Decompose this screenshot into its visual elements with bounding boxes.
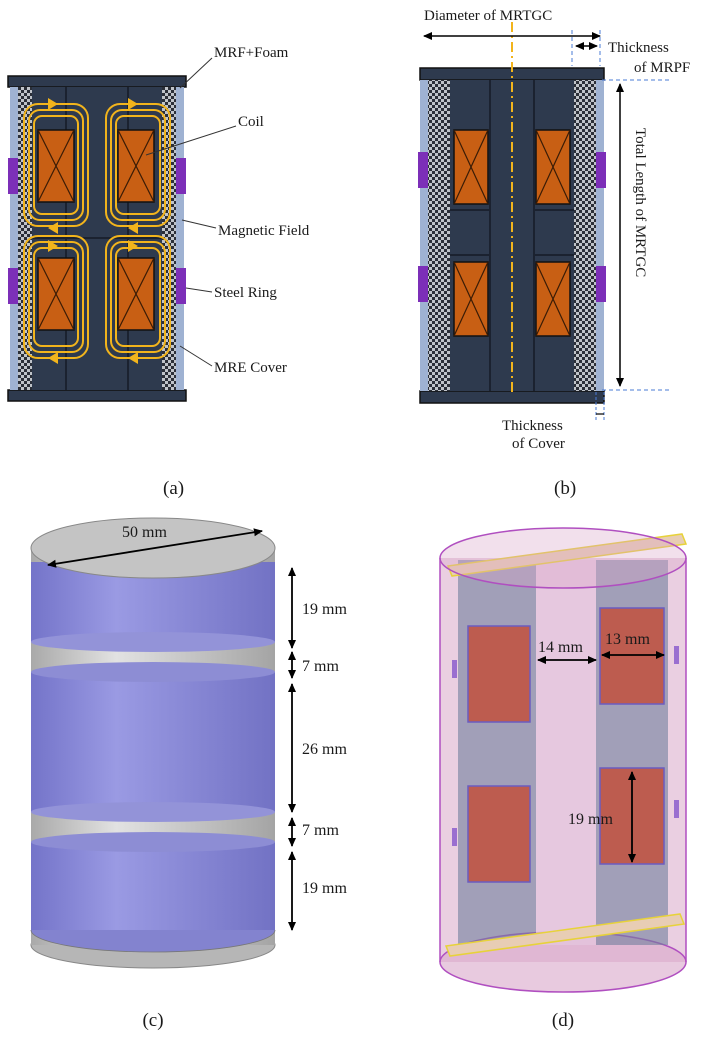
coil-group — [37, 129, 155, 331]
bottom-plate — [419, 390, 605, 404]
label-total-length: Total Length of MRTGC — [632, 128, 648, 277]
label-thickness-cover-2: of Cover — [512, 436, 565, 452]
label-mre-cover: MRE Cover — [214, 360, 287, 376]
steel-ring-marker — [176, 268, 186, 304]
panel-c: 50 mm 19 mm 7 mm 26 mm 7 mm 19 mm (c) — [30, 517, 347, 1031]
dim-seg2: 7 mm — [302, 658, 339, 675]
mrf-foam-right — [574, 80, 596, 391]
dim-coil-height: 19 mm — [568, 811, 613, 828]
label-diameter: Diameter of MRTGC — [424, 8, 552, 24]
coil-block — [599, 607, 665, 705]
dim-seg1: 19 mm — [302, 601, 347, 618]
label-thickness-mrpf-2: of MRPF — [634, 60, 690, 76]
coil-block — [467, 625, 531, 723]
coil-block — [467, 785, 531, 883]
mre-cover-right — [596, 80, 604, 391]
mre-cover-left — [420, 80, 428, 391]
panel-b: Diameter of MRTGC Thickness of MRPF Tota… — [418, 8, 690, 499]
top-plate — [7, 75, 187, 88]
label-thickness-mrpf-1: Thickness — [608, 40, 669, 56]
panel-d: 14 mm 13 mm 19 mm (d) — [439, 527, 688, 1031]
label-coil: Coil — [238, 114, 264, 130]
dim-diameter: 50 mm — [122, 524, 167, 541]
label-mrf-foam: MRF+Foam — [214, 45, 289, 61]
mre-cover-right — [176, 87, 184, 390]
caption-b: (b) — [554, 478, 576, 499]
core-gap — [536, 560, 596, 945]
coil-group — [453, 129, 571, 337]
dim-core-width: 14 mm — [538, 639, 583, 656]
cylinder-segment — [31, 842, 275, 930]
mre-cover-left — [10, 87, 18, 390]
dim-seg4: 7 mm — [302, 822, 339, 839]
dim-coil-width: 13 mm — [605, 631, 650, 648]
label-thickness-cover-1: Thickness — [502, 418, 563, 434]
steel-ring-marker — [8, 158, 18, 194]
label-steel-ring: Steel Ring — [214, 285, 277, 301]
top-plate — [446, 533, 688, 577]
dim-seg3: 26 mm — [302, 741, 347, 758]
bottom-plate — [444, 913, 686, 957]
magnetic-field-lines — [23, 103, 171, 359]
steel-ring-marker — [8, 268, 18, 304]
field-direction-arrows — [48, 98, 138, 364]
dim-seg5: 19 mm — [302, 880, 347, 897]
panel-a: MRF+Foam Coil Magnetic Field Steel Ring … — [7, 45, 310, 499]
caption-a: (a) — [163, 478, 184, 499]
mrf-foam-left — [428, 80, 450, 391]
diameter-arrow — [47, 528, 263, 568]
cylinder-segment — [31, 672, 275, 812]
bottom-plate — [7, 389, 187, 402]
caption-c: (c) — [142, 1010, 163, 1031]
caption-d: (d) — [552, 1010, 574, 1031]
steel-ring-marker — [176, 158, 186, 194]
label-magnetic-field: Magnetic Field — [218, 223, 310, 239]
